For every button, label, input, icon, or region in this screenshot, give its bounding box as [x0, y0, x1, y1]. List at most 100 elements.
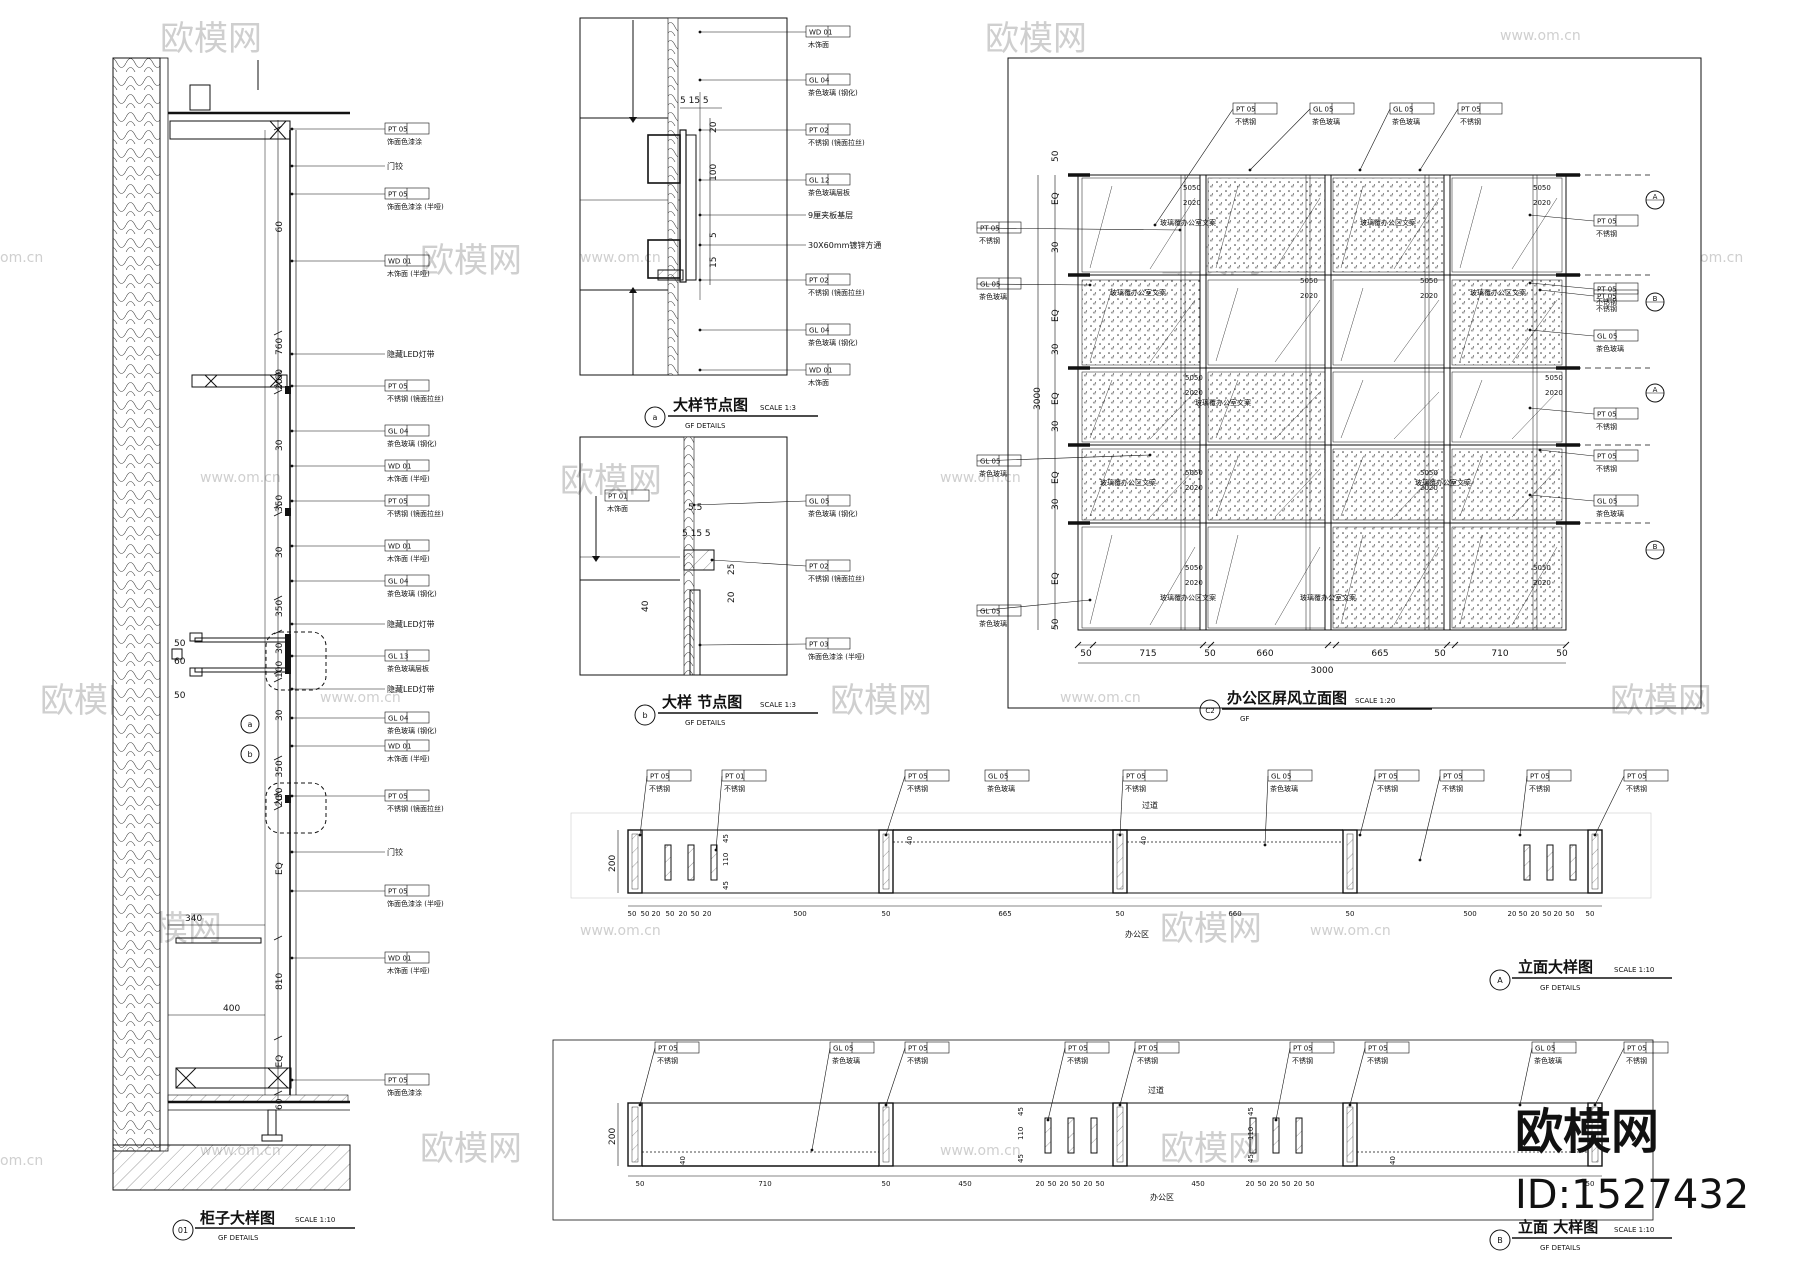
elev-a-dim: 50: [1519, 910, 1528, 918]
watermark-brand: 欧模网: [560, 461, 662, 501]
material-code: PT 05: [1597, 453, 1617, 461]
watermark-brand: 欧模网: [420, 241, 522, 281]
title-block-A: A 立面大样图 SCALE 1:10 GF DETAILS: [1489, 958, 1672, 992]
elev-a-dim: 20: [1554, 910, 1563, 918]
elev-a-dim: 665: [998, 910, 1011, 918]
title-A-sub: GF DETAILS: [1540, 984, 1581, 992]
c2-side-dim: EQ: [1051, 309, 1061, 322]
material-label: 茶色玻璃 (钢化): [387, 439, 437, 448]
material-label: 不锈钢: [979, 236, 1000, 245]
material-label: 饰面色漆涂 (半哑): [387, 899, 444, 908]
c2-side-dim: 50: [1051, 618, 1061, 630]
watermark-brand: 欧模网: [985, 19, 1087, 59]
material-code: PT 03: [809, 641, 829, 649]
watermark-url-short: om.cn: [0, 1153, 43, 1169]
material-label: 不锈钢: [1292, 1056, 1313, 1065]
material-code: PT 05: [388, 191, 408, 199]
material-code: PT 02: [809, 277, 829, 285]
material-code: GL 04: [388, 578, 409, 586]
post-dim: 2020: [1185, 484, 1203, 492]
c2-side-dim: EQ: [1051, 471, 1061, 484]
post-dim: 2020: [1420, 292, 1438, 300]
material-code: PT 05: [650, 773, 670, 781]
elev-a-dim: 660: [1228, 910, 1241, 918]
watermark-brand: 欧模网: [1160, 1129, 1262, 1169]
material-label: 茶色玻璃: [1534, 1056, 1562, 1065]
elev-b-dim: 50: [1048, 1180, 1057, 1188]
material-code: WD 01: [388, 743, 411, 751]
material-label: 不锈钢: [1596, 422, 1617, 431]
title-block-B: B 立面 大样图 SCALE 1:10 GF DETAILS: [1489, 1218, 1672, 1252]
panel-caption: 玻璃覆办公室文案: [1415, 478, 1471, 487]
elev-b-dim: 50: [1258, 1180, 1267, 1188]
c2-side-dim: EQ: [1051, 392, 1061, 405]
material-label: 30X60mm镀锌方通: [808, 240, 881, 250]
post-dim: 5050: [1420, 277, 1438, 285]
section-marker: B: [1653, 295, 1658, 303]
material-label: 不锈钢 (镜面拉丝): [808, 138, 865, 147]
elev-b-dim: 50: [882, 1180, 891, 1188]
cabinet-dim: 350: [275, 600, 285, 617]
material-code: PT 01: [608, 493, 628, 501]
callout-a: a: [248, 720, 253, 729]
node-a-dim: 15: [709, 257, 719, 268]
c2-bottom-dim: 50: [1204, 649, 1216, 659]
cabinet-dim: 60: [275, 369, 285, 381]
node-b-dim: 5 15 5: [682, 529, 711, 539]
material-code: GL 05: [1597, 333, 1617, 341]
material-label: 茶色玻璃: [1270, 784, 1298, 793]
material-code: GL 05: [1313, 106, 1333, 114]
material-code: PT 05: [1126, 773, 1146, 781]
title-c2-text: 办公区屏风立面图: [1227, 689, 1347, 707]
title-block-a: a 大样节点图 SCALE 1:3 GF DETAILS: [644, 396, 818, 430]
material-label: 隐藏LED灯带: [387, 349, 435, 359]
material-label: 不锈钢: [1367, 1056, 1388, 1065]
stamp-id: ID:1527432: [1515, 1172, 1749, 1218]
cabinet-dim: 30: [275, 787, 285, 799]
material-code: WD 01: [809, 367, 832, 375]
panel-caption: 玻璃覆办公室文案: [1195, 398, 1251, 407]
watermark-brand: 欧模网: [160, 19, 262, 59]
room-label-top: 过道: [1148, 1085, 1164, 1095]
title-01-sub: GF DETAILS: [218, 1234, 259, 1242]
elev-b-dim: 20: [1084, 1180, 1093, 1188]
watermark-brand: 欧模网: [1160, 909, 1262, 949]
post-dim: 2020: [1185, 579, 1203, 587]
elev-b-height-dim: 45: [1247, 1107, 1255, 1116]
elev-b-dim: 20: [1036, 1180, 1045, 1188]
material-code: GL 05: [980, 608, 1000, 616]
watermark-url: www.om.cn: [1310, 923, 1391, 939]
post-dim: 2020: [1420, 484, 1438, 492]
material-label: 木饰面 (半哑): [387, 474, 430, 483]
elev-a-dim: 50: [691, 910, 700, 918]
material-label: 不锈钢: [1596, 229, 1617, 238]
elev-a-dim: 20: [703, 910, 712, 918]
watermark-url-short: om.cn: [1700, 250, 1743, 266]
material-label: 隐藏LED灯带: [387, 684, 435, 694]
title-a-text: 大样节点图: [673, 396, 748, 414]
material-code: WD 01: [388, 543, 411, 551]
material-label: 不锈钢 (镜面拉丝): [387, 394, 444, 403]
cabinet-dim: 30: [275, 709, 285, 721]
title-B-sub: GF DETAILS: [1540, 1244, 1581, 1252]
title-c2-scale: SCALE 1:20: [1355, 697, 1395, 705]
node-a-dim: 100: [709, 164, 719, 181]
material-label: 木饰面 (半哑): [387, 754, 430, 763]
elev-a-dim: 50: [628, 910, 637, 918]
elev-a-height-dim: 45: [722, 881, 730, 890]
title-01-scale: SCALE 1:10: [295, 1216, 335, 1224]
section-marker: A: [1653, 386, 1658, 394]
material-label: 茶色玻璃: [1596, 344, 1624, 353]
material-label: 不锈钢: [1626, 784, 1647, 793]
material-label: 不锈钢: [907, 1056, 928, 1065]
material-label: 不锈钢: [1235, 117, 1256, 126]
panel-caption: 玻璃覆办公区文案: [1360, 218, 1416, 227]
cabinet-side-dim: 50: [174, 639, 186, 649]
material-label: 不锈钢: [1596, 464, 1617, 473]
post-dim: 5050: [1545, 374, 1563, 382]
elev-b-height-dim: 110: [1017, 1127, 1025, 1140]
material-code: GL 05: [1535, 1045, 1555, 1053]
